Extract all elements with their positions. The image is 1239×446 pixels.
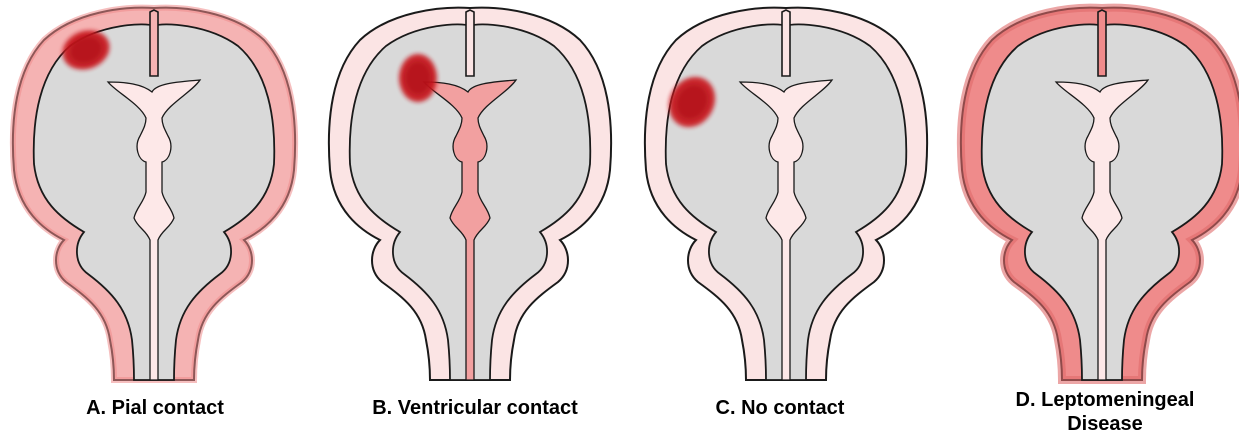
interhemispheric-fissure xyxy=(466,10,474,76)
tumor-lesion xyxy=(399,54,437,102)
interhemispheric-fissure xyxy=(1098,10,1106,76)
interhemispheric-fissure xyxy=(150,10,158,76)
caption-d-line2: Disease xyxy=(960,412,1239,436)
panel-b xyxy=(329,8,611,380)
caption-d-line1: D. Leptomeningeal xyxy=(960,388,1239,412)
panel-a xyxy=(13,8,295,380)
panels-layer xyxy=(13,8,1239,380)
caption-c: C. No contact xyxy=(660,396,900,420)
panel-d xyxy=(961,8,1239,380)
caption-d: D. Leptomeningeal Disease xyxy=(960,388,1239,436)
interhemispheric-fissure xyxy=(782,10,790,76)
caption-b: B. Ventricular contact xyxy=(325,396,625,420)
panel-c xyxy=(645,8,927,380)
caption-a: A. Pial contact xyxy=(40,396,270,420)
